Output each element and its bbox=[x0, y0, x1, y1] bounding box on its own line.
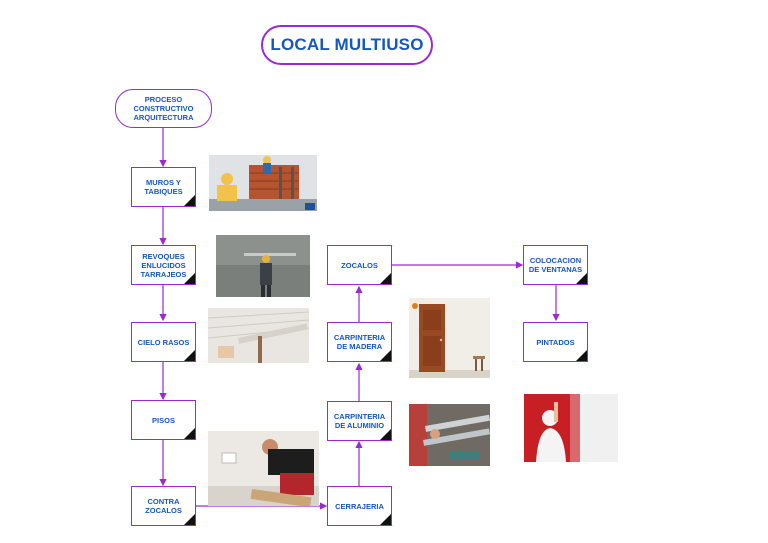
corner-marker bbox=[380, 273, 391, 284]
node-cerrajeria: CERRAJERIA bbox=[327, 486, 392, 526]
node-ventanas-label: COLOCACION DE VENTANAS bbox=[528, 256, 583, 274]
corner-marker bbox=[184, 350, 195, 361]
corner-marker bbox=[576, 350, 587, 361]
node-cielo-label: CIELO RASOS bbox=[137, 337, 190, 347]
node-carpinteria-madera: CARPINTERIA DE MADERA bbox=[327, 322, 392, 362]
node-carpinteria-aluminio: CARPINTERIA DE ALUMINIO bbox=[327, 401, 392, 441]
node-zocalos: ZOCALOS bbox=[327, 245, 392, 285]
corner-marker bbox=[184, 428, 195, 439]
node-contra-zocalos: CONTRA ZOCALOS bbox=[131, 486, 196, 526]
node-muros-label: MUROS Y TABIQUES bbox=[144, 178, 183, 196]
node-revoques: REVOQUES ENLUCIDOS TARRAJEOS bbox=[131, 245, 196, 285]
photo-ceiling bbox=[208, 308, 309, 363]
node-muros-tabiques: MUROS Y TABIQUES bbox=[131, 167, 196, 207]
node-proceso-constructivo: PROCESO CONSTRUCTIVO ARQUITECTURA bbox=[115, 89, 212, 128]
node-aluminio-label: CARPINTERIA DE ALUMINIO bbox=[333, 412, 386, 430]
corner-marker bbox=[184, 514, 195, 525]
photo-bricklayer bbox=[209, 155, 317, 211]
node-contra-label: CONTRA ZOCALOS bbox=[145, 497, 182, 515]
node-revoques-label: REVOQUES ENLUCIDOS TARRAJEOS bbox=[140, 251, 187, 279]
corner-marker bbox=[184, 195, 195, 206]
node-pintados-label: PINTADOS bbox=[536, 337, 575, 347]
node-cielo-rasos: CIELO RASOS bbox=[131, 322, 196, 362]
corner-marker bbox=[576, 273, 587, 284]
photo-wooden-door bbox=[409, 298, 490, 378]
photo-floor-worker bbox=[208, 431, 319, 506]
node-madera-label: CARPINTERIA DE MADERA bbox=[333, 333, 386, 351]
photo-plastering bbox=[216, 235, 310, 297]
corner-marker bbox=[380, 350, 391, 361]
photo-painter bbox=[524, 394, 618, 462]
page-title: LOCAL MULTIUSO bbox=[261, 25, 433, 65]
node-zocalos-label: ZOCALOS bbox=[341, 260, 378, 270]
node-colocacion-ventanas: COLOCACION DE VENTANAS bbox=[523, 245, 588, 285]
node-cerrajeria-label: CERRAJERIA bbox=[335, 501, 384, 511]
corner-marker bbox=[184, 273, 195, 284]
corner-marker bbox=[380, 514, 391, 525]
corner-marker bbox=[380, 429, 391, 440]
node-pintados: PINTADOS bbox=[523, 322, 588, 362]
photo-aluminum-work bbox=[409, 404, 490, 466]
node-pisos-label: PISOS bbox=[152, 415, 175, 425]
node-pisos: PISOS bbox=[131, 400, 196, 440]
